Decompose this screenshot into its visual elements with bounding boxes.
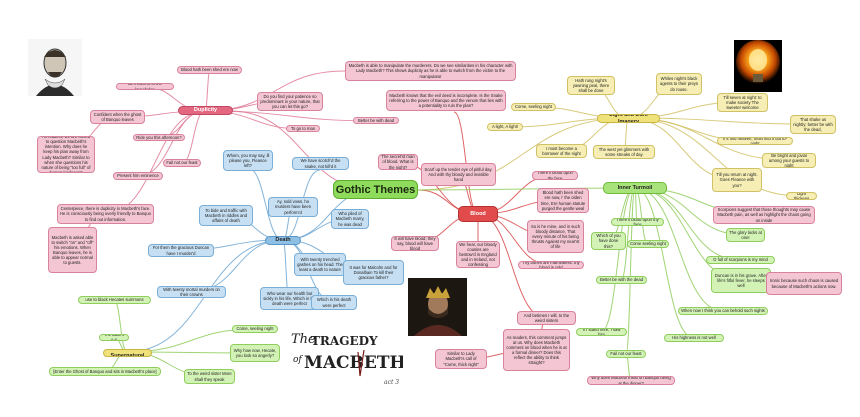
node-enter-ghost[interactable]: [Enter the Ghost of Banquo and sits in M… xyxy=(49,367,161,376)
node-whom-may-we-hope[interactable]: Whom, you may say, ill please you, Flean… xyxy=(223,150,273,171)
central-topic[interactable]: Gothic Themes xyxy=(333,180,418,199)
node-to-bide-and-traffic[interactable]: To bide and traffic with Macbeth in ridd… xyxy=(199,205,253,226)
node-to-the-weird-sisters[interactable]: To the weird sister More shall they spea… xyxy=(184,369,235,384)
hub-duplicity[interactable]: Duplicity xyxy=(178,106,233,115)
cover-tragedy: TRAGEDY xyxy=(311,334,378,348)
cover-the: The xyxy=(291,332,316,347)
node-table-full[interactable]: The table's full xyxy=(99,334,129,341)
node-when-now[interactable]: When now I think you can behold such sig… xyxy=(678,307,768,315)
node-i-must-become[interactable]: I must become a borrower of the night xyxy=(536,144,587,158)
node-we-have-scotchd[interactable]: We have scotch'd the snake, not kill'd i… xyxy=(292,157,349,170)
shakespeare-portrait xyxy=(28,39,82,96)
node-secret-st-man[interactable]: The secret'st man of blood. What is the … xyxy=(378,154,418,170)
node-light-thickens[interactable]: Light thickens xyxy=(786,192,817,200)
node-macbeth-knows-evil[interactable]: Macbeth knows that the evil deed is inco… xyxy=(386,90,506,111)
node-duncan-grave[interactable]: Duncan is in his grave. After life's fit… xyxy=(711,268,771,293)
node-which-in-his-death[interactable]: Which in his death were perfect xyxy=(311,295,357,310)
node-macbeth-manipulate[interactable]: Macbeth is able to manipulate the murder… xyxy=(345,61,516,81)
connector-line xyxy=(625,187,636,355)
node-for-them[interactable]: For them the gracious Duncan have I murd… xyxy=(148,244,214,257)
node-who-piled[interactable]: Who piled of Macbeth marry, he was dead xyxy=(331,209,369,229)
node-which-of-you[interactable]: Which of you have done this? xyxy=(591,232,626,250)
tragedy-of-macbeth-cover: The TRAGEDY of MACBETH act 3 xyxy=(288,328,406,390)
node-his-highness[interactable]: His highness is not well xyxy=(664,334,724,342)
node-come-seeling[interactable]: Come, seeling night xyxy=(232,325,278,333)
cover-macbeth: MACBETH xyxy=(304,353,403,373)
node-the-west-yet[interactable]: The west yet glimmers with some streaks … xyxy=(593,145,655,159)
node-ironic-chaos[interactable]: Ironic because such chaos is caused beca… xyxy=(766,272,842,295)
hub-blood[interactable]: Blood xyxy=(458,206,498,222)
node-it-will-have-blood[interactable]: It will have blood; they say, blood will… xyxy=(391,236,439,251)
node-theres-blood-upon[interactable]: There's blood upon thy face xyxy=(611,218,664,226)
node-theres-blood-face[interactable]: There's blood upon thy face xyxy=(532,171,578,180)
cover-of: of xyxy=(293,355,303,365)
node-why-how-now[interactable]: Why how now, Hecate, you look so angerly… xyxy=(230,344,280,362)
node-hath-rung[interactable]: Hath rung night's yawning peal, there sh… xyxy=(567,76,615,95)
node-why-does-macbeth-more[interactable]: Why does Macbeth insist on Banquo being … xyxy=(587,376,675,385)
node-the-glory-lacks[interactable]: The glory lacks at one! xyxy=(726,228,765,242)
node-that-shake-us[interactable]: That shake us nightly: better be with th… xyxy=(790,115,836,134)
connector-line xyxy=(204,69,211,112)
node-centerpiece-duplicity[interactable]: Centerpiece, there is duplicity in Macbe… xyxy=(57,204,154,224)
node-macbeth-asked-able[interactable]: Macbeth is asked able to switch "on" and… xyxy=(48,227,97,273)
hub-death[interactable]: Death xyxy=(265,236,301,245)
node-blood-shed-ere[interactable]: Blood hath been shed ere now, i' the old… xyxy=(537,188,589,213)
node-till-seven[interactable]: Till seven at night: to make society The… xyxy=(717,93,768,112)
node-till-you-return[interactable]: Till you return at night. Goes Fleance w… xyxy=(712,168,762,192)
node-present-him-eminence[interactable]: Present him eminence xyxy=(113,172,163,180)
node-fail-not-feast[interactable]: Fail not our feast xyxy=(163,159,201,167)
node-better-with-dead[interactable]: Better be with the dead xyxy=(596,276,647,284)
node-a-light[interactable]: A light, A light! xyxy=(487,123,523,131)
hub-inner-turmoil[interactable]: Inner Turmoil xyxy=(603,182,667,194)
lightbulb-image xyxy=(734,40,782,92)
connector-line xyxy=(600,187,636,333)
node-so-is-he-mine[interactable]: So is he mine, and in such bloody distan… xyxy=(527,220,584,253)
hub-supernatural[interactable]: The Supernatural xyxy=(103,349,152,357)
node-scorpions[interactable]: Scorpions suggest that those thoughts ma… xyxy=(713,206,815,224)
node-as-readers-left[interactable]: As readers, we are forced to question Ma… xyxy=(37,136,95,173)
connector-line xyxy=(181,110,206,164)
node-and-betimes[interactable]: And betimes I will, to the weird sisters xyxy=(517,311,576,325)
node-if-it-find[interactable]: If it find heaven, must find it out to-n… xyxy=(717,137,793,145)
node-i-stand-here[interactable]: If I stand here, I saw him xyxy=(576,328,627,336)
node-as-readers-bottom[interactable]: As readers, this comment jumps at us. Wh… xyxy=(503,329,570,371)
node-be-innocent[interactable]: Be innocent of the knowledge xyxy=(116,83,174,90)
cover-act: act 3 xyxy=(384,379,399,386)
node-similar-lady[interactable]: Similar to Lady Macbeth's call of "Come,… xyxy=(435,349,487,369)
node-come-seeling-night[interactable]: Come, seeling night xyxy=(511,103,556,111)
node-to-go-to-man[interactable]: To go to man xyxy=(286,125,320,132)
node-thy-bones-marrowless[interactable]: Thy bones are marrowless. thy blood is c… xyxy=(518,261,584,269)
node-we-hear-bloody[interactable]: We hear, our bloody cousins are bestow'd… xyxy=(456,241,500,268)
connector-line xyxy=(417,117,629,191)
macbeth-actor-image xyxy=(408,278,467,336)
connector-line xyxy=(634,187,695,339)
node-as-sold-vows[interactable]: Ay, sold vows, ho murders have been perf… xyxy=(268,197,318,217)
hub-light-dark[interactable]: Light and Dark Imagery xyxy=(597,114,660,123)
node-who-wear-health[interactable]: Who wear our health but sickly in his li… xyxy=(260,287,319,310)
node-with-twenty-mortal[interactable]: With twenty mortal murders on their crow… xyxy=(157,286,226,298)
node-o-full-scorpions[interactable]: O full of scorpions is my mind xyxy=(706,256,775,264)
node-it-was-macbeth[interactable]: It was for Malcolm and for Donalbain To … xyxy=(343,260,404,285)
node-better-be-with-dead[interactable]: Better be with dead xyxy=(353,117,399,124)
node-blood-hath-been-shed[interactable]: Blood hath been shed ere now xyxy=(177,66,242,74)
node-confident-ghost[interactable]: Confident when the ghost of Banquo leave… xyxy=(90,110,145,124)
node-ride-afternoon[interactable]: Ride you this afternoon? xyxy=(133,134,185,141)
node-come-seeling-green[interactable]: Come seeling night xyxy=(627,240,669,248)
node-fail-not-feast-g[interactable]: Fail not our feast xyxy=(606,350,646,358)
node-whiles-night[interactable]: Whiles night's black agents to their pre… xyxy=(656,73,702,95)
node-be-bright[interactable]: Be bright and jovial among your guests t… xyxy=(762,153,816,168)
node-do-you-find[interactable]: Do you find your patience so predominant… xyxy=(257,92,323,111)
connector-line xyxy=(417,187,636,191)
node-scarf-up[interactable]: Scarf up the tender eye of pitiful day. … xyxy=(421,163,496,186)
node-with-twenty-trenched[interactable]: With twenty trenched gashes on his head.… xyxy=(294,253,346,276)
node-use-black-hecate[interactable]: use to black Hecates summons xyxy=(78,296,151,304)
